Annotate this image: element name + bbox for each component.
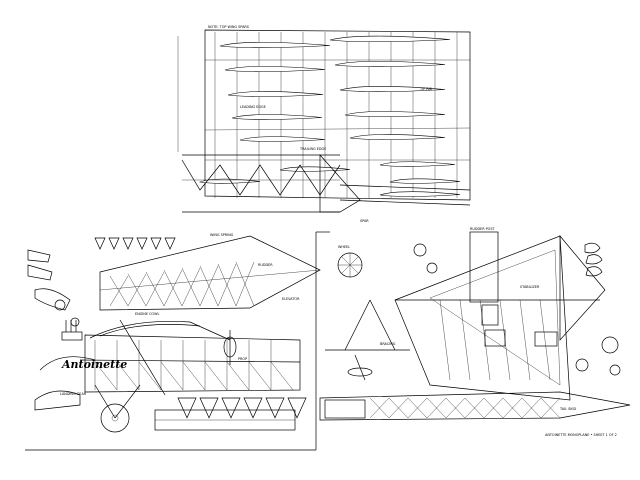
airfoil-rib xyxy=(389,178,461,184)
tail-note-0: STABILIZER xyxy=(520,285,540,289)
tail-note-3: WHEEL xyxy=(338,245,350,249)
airfoil-rib xyxy=(349,134,446,140)
title-script: Antoinette xyxy=(61,358,127,371)
truss-member xyxy=(270,361,294,391)
tail-plan-view: STABILIZER RUDDER POST TAIL SKID WHEEL B… xyxy=(319,227,631,437)
truss-member xyxy=(539,299,551,381)
airfoil-rib xyxy=(339,86,446,92)
airfoil-rib xyxy=(379,191,461,197)
airfoil-rib xyxy=(334,60,446,67)
airfoil-rib xyxy=(231,114,323,120)
airfoil-rib xyxy=(329,35,451,43)
wing-plan-view: NOTE: TOP WING SPARS LEADING EDGE TRAILI… xyxy=(177,25,471,223)
truss-member xyxy=(445,397,466,419)
truss-member xyxy=(182,361,206,391)
gusset-triangle xyxy=(108,237,120,250)
tail-note-1: RUDDER POST xyxy=(470,227,496,231)
rib-templates xyxy=(198,35,461,197)
truss-member xyxy=(163,269,183,307)
truss-member xyxy=(464,397,485,419)
truss-member xyxy=(116,361,140,391)
gusset-triangle xyxy=(164,237,176,250)
gusset-triangle xyxy=(150,237,162,250)
wing-note-4: SPAR xyxy=(360,219,369,223)
truss-member xyxy=(459,299,471,381)
truss-member xyxy=(181,267,201,307)
truss-member xyxy=(145,271,165,307)
wing-note-1: LEADING EDGE xyxy=(240,105,266,109)
wing-note-2: TRAILING EDGE xyxy=(299,147,326,151)
truss-member xyxy=(388,397,409,419)
footer-credit: ANTOINETTE MONOPLANE • SHEET 1 OF 2 xyxy=(545,433,617,437)
truss-member xyxy=(109,275,129,307)
truss-member xyxy=(226,361,250,391)
airfoil-rib xyxy=(227,91,324,97)
truss-member xyxy=(235,261,255,307)
fuselage-side-view: Antoinette WING SPRING LANDING GEAR PROP… xyxy=(25,231,330,451)
wing-note-3: TIP RIB xyxy=(419,87,433,91)
airfoil-rib xyxy=(279,166,351,172)
airfoil-rib xyxy=(344,111,446,117)
fuselage-note-2: PROP xyxy=(238,357,247,361)
truss-member xyxy=(439,299,451,381)
truss-member xyxy=(369,397,390,419)
truss-member xyxy=(540,397,561,419)
airfoil-rib xyxy=(224,66,326,72)
truss-member xyxy=(217,263,237,307)
airfoil-rib xyxy=(379,161,456,167)
fuselage-note-1: LANDING GEAR xyxy=(60,392,87,396)
tail-note-2: TAIL SKID xyxy=(559,407,576,411)
gusset-triangle xyxy=(199,397,219,419)
truss-member xyxy=(483,397,504,419)
wing-note-0: NOTE: TOP WING SPARS xyxy=(208,25,249,29)
gusset-triangle xyxy=(221,397,241,419)
gusset-triangle xyxy=(243,397,263,419)
gusset-triangle xyxy=(287,397,307,419)
truss-member xyxy=(502,397,523,419)
tail-note-4: BRACING xyxy=(380,342,396,346)
truss-member xyxy=(248,361,272,391)
gusset-triangle xyxy=(136,237,148,250)
gusset-triangle xyxy=(265,397,285,419)
truss-member xyxy=(519,299,531,381)
truss-member xyxy=(521,397,542,419)
fuselage-note-0: WING SPRING xyxy=(210,233,234,237)
fuselage-note-3: RUDDER xyxy=(258,263,273,267)
gusset-row-top xyxy=(94,237,176,250)
truss-member xyxy=(204,361,228,391)
fuselage-note-4: ELEVATOR xyxy=(282,297,300,301)
truss-member xyxy=(199,265,219,307)
truss-member xyxy=(138,361,162,391)
truss-member xyxy=(407,397,428,419)
gusset-triangle xyxy=(122,237,134,250)
truss-member xyxy=(160,361,184,391)
airfoil-rib xyxy=(219,41,331,48)
truss-member xyxy=(94,361,118,391)
fuselage-note-5: ENGINE COWL xyxy=(135,312,159,316)
gusset-triangle xyxy=(177,397,197,419)
gusset-row-bottom xyxy=(177,397,307,419)
truss-member xyxy=(127,273,147,307)
airfoil-rib xyxy=(239,136,326,142)
gusset-triangle xyxy=(94,237,106,250)
truss-member xyxy=(426,397,447,419)
